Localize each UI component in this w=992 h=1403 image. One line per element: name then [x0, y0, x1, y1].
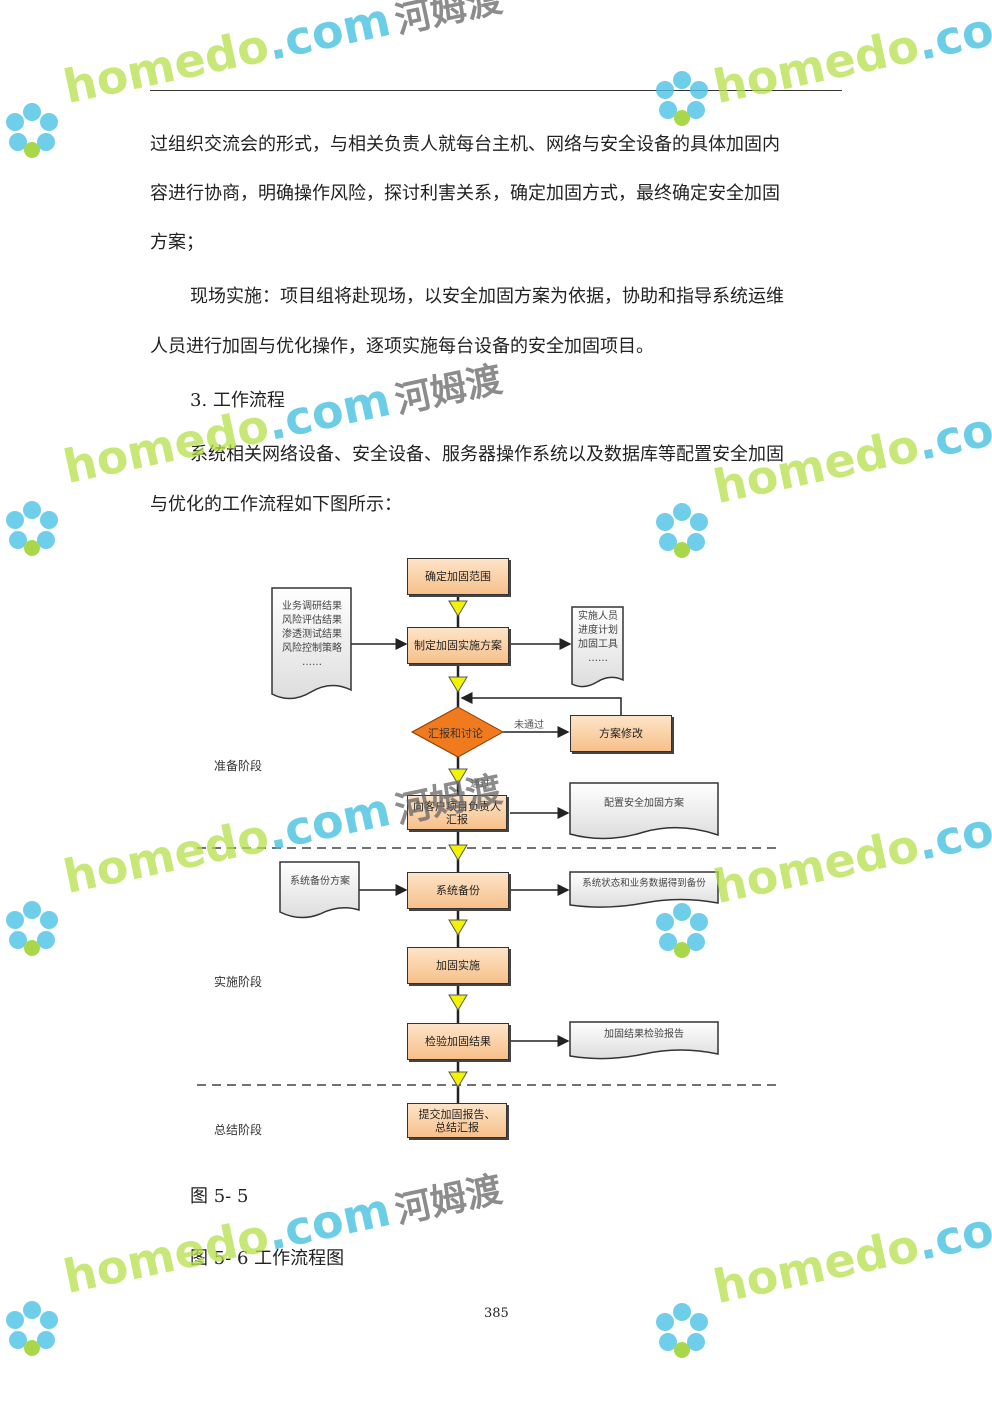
caption: 图 5- 5	[190, 1186, 249, 1207]
header-rule	[150, 90, 842, 91]
doc-backup-plan: 系统备份方案	[290, 876, 350, 887]
step-make-plan: 制定加固实施方案	[407, 627, 509, 664]
paragraph-line: 人员进行加固与优化操作，逐项实施每台设备的安全加固项目。	[150, 336, 654, 357]
step-report-client: 向客户项目负责人汇报	[407, 795, 507, 830]
watermark-flower-icon	[6, 103, 58, 158]
step-verify: 检验加固结果	[407, 1023, 509, 1060]
paragraph-line: 方案；	[150, 232, 204, 253]
paragraph-line: 过组织交流会的形式，与相关负责人就每台主机、网络与安全设备的具体加固内	[150, 134, 780, 155]
section-heading: 3. 工作流程	[190, 390, 285, 411]
doc-line: 实施人员	[578, 611, 618, 622]
doc-backup-result: 系统状态和业务数据得到备份	[582, 878, 706, 889]
phase-implement: 实施阶段	[214, 975, 263, 989]
doc-line: ……	[302, 657, 322, 668]
paragraph-line: 容进行协商，明确操作风险，探讨利害关系，确定加固方式，最终确定安全加固	[150, 183, 780, 204]
watermark-flower-icon	[656, 71, 708, 126]
doc-verify-report: 加固结果检验报告	[604, 1029, 684, 1040]
fail-label: 未通过	[514, 720, 544, 731]
watermark-flower-icon	[656, 503, 708, 558]
doc-inputs: 业务调研结果 风险评估结果 渗透测试结果 风险控制策略 ……	[274, 600, 350, 670]
doc-line: 进度计划	[578, 625, 618, 636]
doc-line: 风险控制策略	[282, 643, 342, 654]
doc-config-plan: 配置安全加固方案	[604, 798, 684, 809]
step-submit-report: 提交加固报告、总结汇报	[407, 1103, 507, 1138]
page-number: 385	[484, 1306, 509, 1321]
paragraph-line: 与优化的工作流程如下图所示：	[150, 494, 402, 515]
watermark-flower-icon	[656, 903, 708, 958]
decision-report-discuss: 汇报和讨论	[428, 727, 483, 740]
phase-summary: 总结阶段	[214, 1123, 263, 1137]
step-revise-plan: 方案修改	[570, 715, 672, 752]
doc-line: 加固工具	[578, 639, 618, 650]
caption: 图 5- 6 工作流程图	[190, 1248, 345, 1269]
watermark-flower-icon	[6, 1301, 58, 1356]
step-implement: 加固实施	[407, 947, 509, 984]
doc-line: 业务调研结果	[282, 601, 342, 612]
doc-line: ……	[588, 653, 608, 664]
pass-label: 通过	[470, 779, 490, 790]
watermark-flower-icon	[6, 901, 58, 956]
phase-prepare: 准备阶段	[214, 759, 263, 773]
watermark-flower-icon	[6, 501, 58, 556]
paragraph-line: 系统相关网络设备、安全设备、服务器操作系统以及数据库等配置安全加固	[190, 444, 784, 465]
paragraph-line: 现场实施：项目组将赴现场，以安全加固方案为依据，协助和指导系统运维	[190, 286, 784, 307]
doc-plan-outputs: 实施人员 进度计划 加固工具 ……	[573, 610, 623, 666]
doc-line: 风险评估结果	[282, 615, 342, 626]
watermark-flower-icon	[656, 1303, 708, 1358]
step-define-scope: 确定加固范围	[407, 558, 509, 595]
doc-line: 渗透测试结果	[282, 629, 342, 640]
step-system-backup: 系统备份	[407, 872, 509, 909]
